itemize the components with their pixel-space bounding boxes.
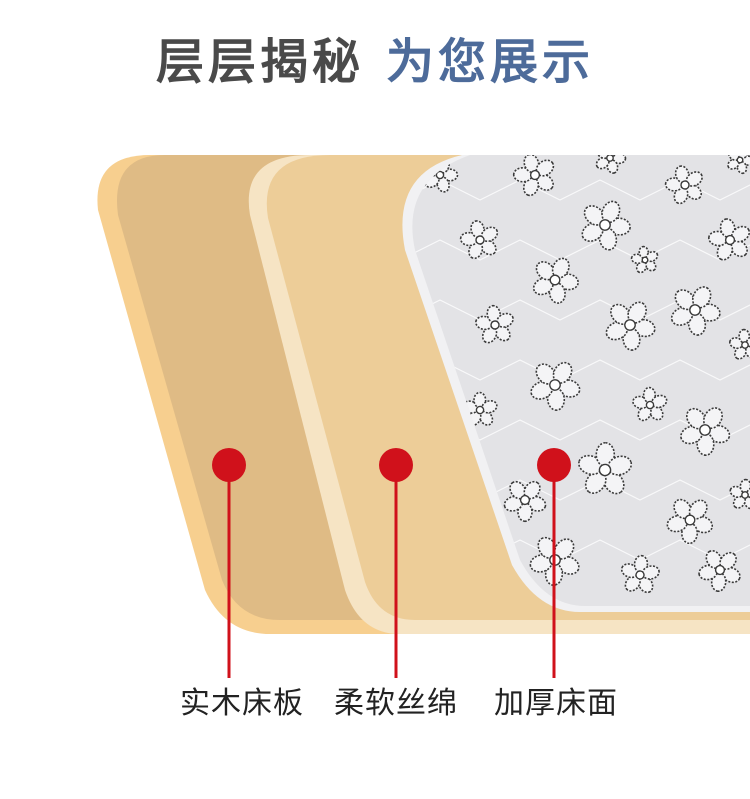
flower-motif: [664, 165, 703, 205]
flower-motif: [630, 245, 659, 274]
label-wood-board: 实木床板: [180, 686, 304, 721]
flower-motif: [729, 478, 750, 510]
marker-dot-wood: [212, 448, 246, 482]
flower-motif: [459, 220, 499, 260]
label-silk-cotton: 柔软丝绵: [334, 686, 458, 721]
flower-motif: [578, 441, 633, 495]
flower-motif: [620, 554, 660, 594]
flower-motif: [581, 200, 631, 251]
flower-motif: [605, 301, 656, 351]
flower-motif: [512, 155, 555, 197]
page-title: 层层揭秘为您展示: [0, 30, 750, 94]
flower-motif: [595, 155, 627, 174]
flower-motif: [708, 218, 750, 261]
flower-motif: [530, 361, 581, 411]
flower-motif: [727, 155, 750, 175]
flower-motif: [503, 480, 547, 523]
flower-motif: [670, 286, 721, 336]
flower-motif: [680, 407, 731, 456]
flower-motif: [532, 257, 579, 304]
flower-motif: [698, 550, 741, 592]
title-part-2: 为您展示: [386, 34, 595, 90]
flower-motif: [475, 304, 514, 344]
title-part-1: 层层揭秘: [155, 34, 364, 90]
flower-motif: [666, 498, 714, 545]
marker-dot-cotton: [379, 448, 413, 482]
marker-dot-fabric: [537, 448, 571, 482]
fabric-pattern: [412, 155, 750, 606]
label-bed-surface: 加厚床面: [494, 686, 618, 721]
